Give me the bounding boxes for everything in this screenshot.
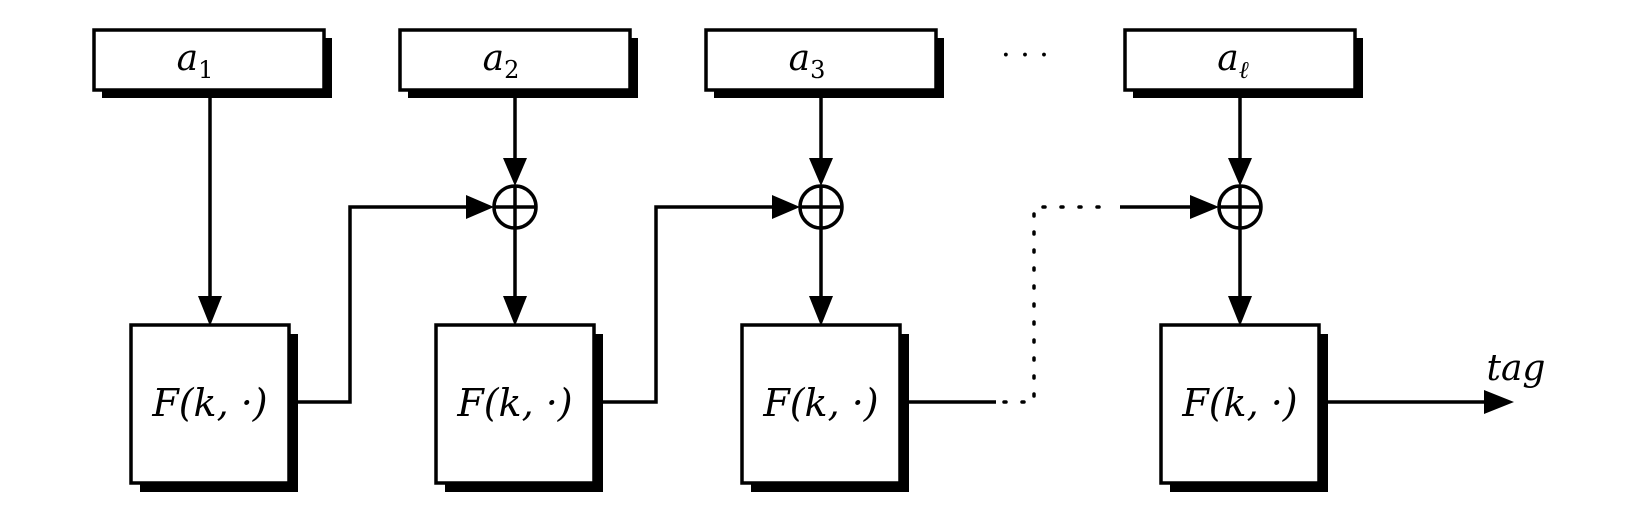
arrow-xor2-to-f2	[503, 228, 527, 326]
f-block-1: F(k, ·)	[129, 323, 298, 492]
xor-node-2	[492, 184, 538, 230]
chain-f2-to-xor3	[603, 195, 800, 404]
xor-node-3	[798, 184, 844, 230]
chain-ellipsis-to-xorl	[1120, 195, 1219, 219]
f-block-2: F(k, ·)	[434, 323, 603, 492]
input-block-3: a3	[704, 28, 944, 98]
arrow-a1-to-f1	[198, 98, 222, 326]
f-block-label-3: F(k, ·)	[762, 381, 878, 425]
arrow-a2-to-xor2	[503, 98, 527, 186]
input-ellipsis: · · ·	[1001, 38, 1049, 73]
f-block-label-l: F(k, ·)	[1181, 381, 1297, 425]
f-block-label-1: F(k, ·)	[151, 381, 267, 425]
xor-node-l	[1217, 184, 1263, 230]
chain-f1-to-xor2	[298, 195, 494, 404]
input-label-l: aℓ	[1217, 38, 1248, 84]
input-block-2: a2	[398, 28, 638, 98]
input-block-1: a1	[92, 28, 332, 98]
input-label-2: a2	[483, 38, 520, 84]
output-arrow	[1328, 390, 1514, 414]
arrow-al-to-xorl	[1228, 98, 1252, 186]
output-tag-label: tag	[1487, 348, 1546, 389]
input-block-l: aℓ	[1123, 28, 1363, 98]
f-block-label-2: F(k, ·)	[456, 381, 572, 425]
f-block-l: F(k, ·)	[1159, 323, 1328, 492]
input-label-3: a3	[789, 38, 826, 84]
input-label-1: a1	[177, 38, 214, 84]
arrow-xor3-to-f3	[809, 228, 833, 326]
chain-f3-to-ellipsis	[909, 205, 1112, 404]
arrow-xorl-to-fl	[1228, 228, 1252, 326]
arrow-a3-to-xor3	[809, 98, 833, 186]
f-block-3: F(k, ·)	[740, 323, 909, 492]
